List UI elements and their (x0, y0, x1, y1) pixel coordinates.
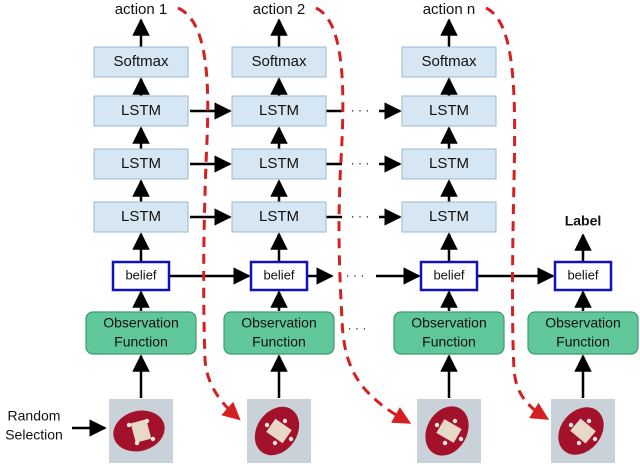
ellipsis-dots: · · · (348, 321, 367, 335)
lstm-box (401, 95, 497, 127)
lstm-label: LSTM (259, 102, 299, 119)
object-dot (126, 422, 132, 428)
softmax-label: Softmax (251, 53, 307, 70)
lstm-label: LSTM (121, 155, 161, 172)
softmax-box (93, 46, 189, 78)
object-patch (570, 418, 596, 444)
object-dot (568, 422, 574, 428)
object-dot (150, 436, 156, 442)
ellipsis-dots: · · · (346, 268, 365, 282)
random-selection-line1: Random (8, 408, 61, 424)
photos-layer (109, 399, 615, 463)
object-photo-1 (109, 399, 173, 463)
object-photo-4 (551, 399, 615, 463)
object-dot (282, 418, 288, 424)
object-dot (144, 418, 150, 424)
ellipsis-dots: · · · (351, 103, 370, 117)
belief-label: belief (125, 267, 156, 282)
action-label: action 1 (115, 1, 168, 18)
softmax-box (231, 46, 327, 78)
dashed-action-arrow (315, 6, 412, 424)
ellipsis-dots: · · · (351, 209, 370, 223)
observation-label: Observation (545, 315, 620, 331)
observation-label: Observation (241, 315, 316, 331)
softmax-label: Softmax (113, 53, 169, 70)
object-dot (134, 440, 140, 446)
object-dot (586, 418, 592, 424)
belief-label: belief (263, 267, 294, 282)
function-label: Function (252, 334, 306, 350)
function-label: Function (422, 334, 476, 350)
random-selection-line2: Selection (5, 427, 63, 443)
action-label: action n (423, 1, 476, 18)
lstm-box (231, 201, 327, 233)
action-label: action 2 (253, 1, 306, 18)
observation-function-box (527, 311, 639, 355)
lstm-label: LSTM (259, 155, 299, 172)
function-label: Function (114, 334, 168, 350)
edges-layer (72, 18, 592, 437)
dashed-action-arrows (177, 6, 550, 424)
lstm-label: LSTM (429, 208, 469, 225)
lstm-box (401, 148, 497, 180)
object-dot (452, 418, 458, 424)
observation-label: Observation (411, 315, 486, 331)
belief-box (111, 260, 171, 292)
object-dot (288, 436, 294, 442)
belief-box (419, 260, 479, 292)
lstm-box (93, 148, 189, 180)
softmax-label: Softmax (421, 53, 477, 70)
object-dot (264, 422, 270, 428)
dashed-action-arrow (177, 6, 241, 421)
lstm-label: LSTM (259, 208, 299, 225)
observation-function-box (393, 311, 505, 355)
belief-label: belief (433, 267, 464, 282)
lstm-box (401, 201, 497, 233)
lstm-label: LSTM (121, 102, 161, 119)
object-dot (272, 440, 278, 446)
observation-function-box (223, 311, 335, 355)
ellipsis-dots: · · · (351, 156, 370, 170)
object-dot (434, 422, 440, 428)
lstm-box (93, 95, 189, 127)
lstm-label: LSTM (429, 102, 469, 119)
belief-label: belief (567, 267, 598, 282)
object-dot (576, 440, 582, 446)
lstm-label: LSTM (121, 208, 161, 225)
belief-box (249, 260, 309, 292)
belief-box (553, 260, 613, 292)
object-photo-3 (417, 399, 481, 463)
lstm-box (231, 95, 327, 127)
lstm-box (93, 201, 189, 233)
object-photo-2 (247, 399, 311, 463)
dashed-action-arrow (485, 6, 550, 420)
object-patch (130, 419, 152, 443)
observation-function-box (85, 311, 197, 355)
observation-label: Observation (103, 315, 178, 331)
lstm-box (231, 148, 327, 180)
object-dot (592, 436, 598, 442)
lstm-label: LSTM (429, 155, 469, 172)
softmax-box (401, 46, 497, 78)
object-dot (458, 436, 464, 442)
object-patch (436, 419, 462, 443)
function-label: Function (556, 334, 610, 350)
object-patch (266, 418, 292, 444)
label-text: Label (565, 213, 602, 229)
object-dot (442, 440, 448, 446)
